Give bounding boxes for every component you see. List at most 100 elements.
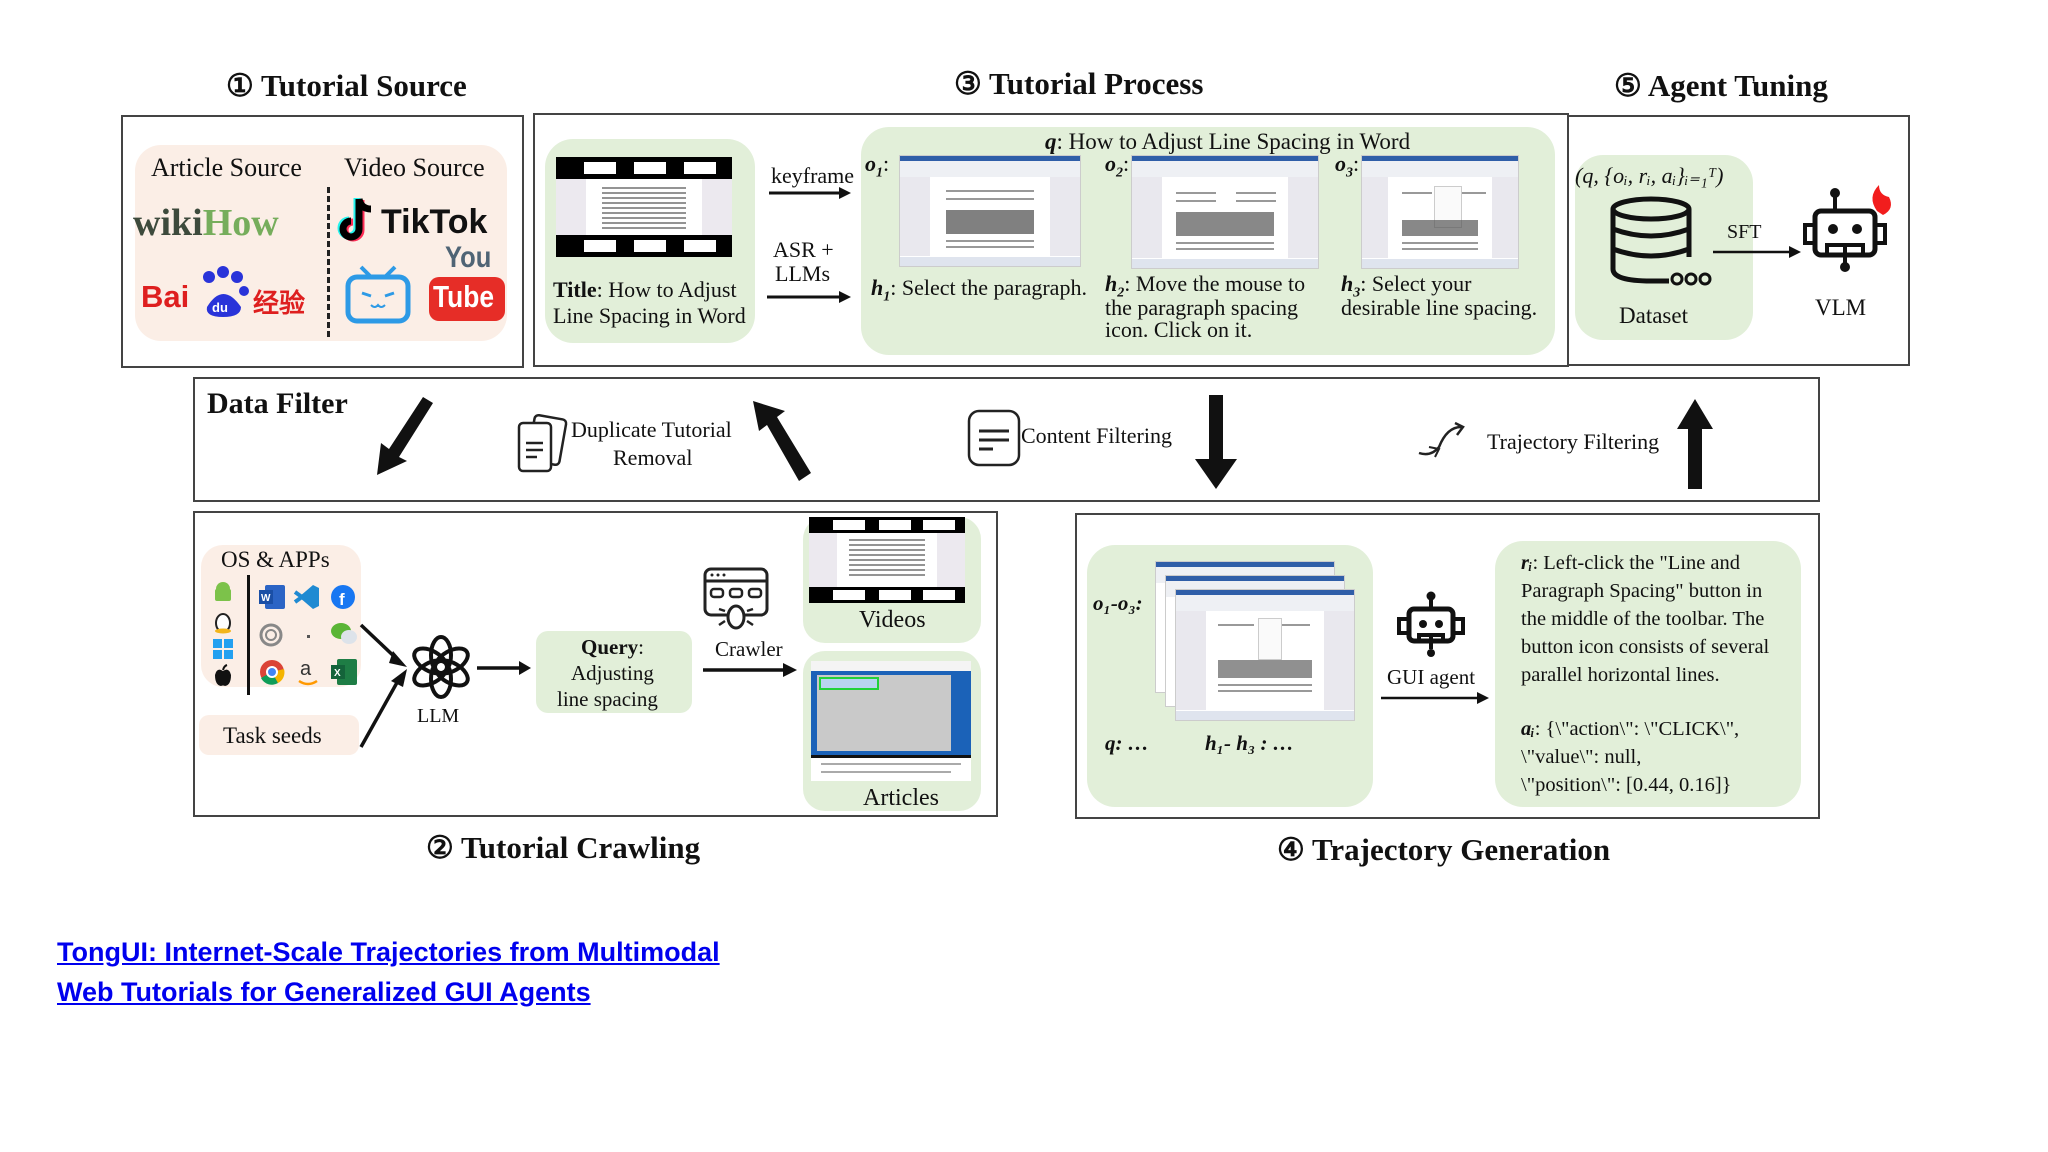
- hint-2-line3: icon. Click on it.: [1105, 317, 1253, 342]
- apple-icon: [215, 664, 231, 686]
- h-range: h₁- h₃ : …: [1205, 731, 1294, 755]
- reason-label: rᵢ: [1521, 552, 1533, 574]
- crawler-bug-icon: [703, 567, 769, 630]
- baidu-logo-bai: Bai: [141, 279, 190, 314]
- hint-2-line2: the paragraph spacing: [1105, 295, 1299, 320]
- asr-label-2: LLMs: [775, 261, 830, 286]
- os-apps-divider: [247, 575, 250, 695]
- data-filter-title: Data Filter: [207, 387, 348, 420]
- trajectory-generation-box: o₁-o₃: q: … h₁- h₃ : … GUI agent rᵢ: Lef…: [1075, 513, 1820, 819]
- output-panel: [1495, 541, 1801, 807]
- query-label: q: [1045, 129, 1057, 154]
- database-icon: [1610, 196, 1712, 286]
- paper-link[interactable]: TongUI: Internet-Scale Trajectories from…: [57, 932, 720, 1012]
- film-strip-top: [556, 157, 732, 179]
- reason-text: rᵢ: Left-click the "Line and Paragraph S…: [1521, 552, 1770, 686]
- windows-icon: [213, 639, 233, 659]
- vscode-icon: [293, 585, 319, 609]
- keyframe-label: keyframe: [771, 163, 855, 188]
- wechat-icon: [331, 623, 357, 644]
- down-left-arrow-icon: [377, 397, 433, 475]
- svg-text:a: a: [300, 658, 312, 680]
- up-left-arrow-icon: [753, 401, 811, 481]
- crawl-query-line2: line spacing: [557, 687, 658, 711]
- content-filtering-label: Content Filtering: [1021, 423, 1172, 448]
- agent-tuning-box: (q, {oᵢ, rᵢ, aᵢ}ᵢ₌₁ᵀ) Dataset SFT VLM: [1567, 115, 1910, 366]
- article-source-label: Article Source: [151, 153, 302, 182]
- sft-label: SFT: [1727, 221, 1762, 243]
- settings-gear-icon: [259, 623, 283, 647]
- vlm-robot-icon: [1803, 185, 1891, 272]
- wikihow-logo-wiki: wiki: [133, 202, 203, 244]
- gui-agent-robot-icon: [1397, 591, 1465, 657]
- duplicate-documents-icon: [517, 413, 568, 473]
- gui-agent-label: GUI agent: [1387, 665, 1476, 689]
- obs-1-label: o1:: [865, 151, 890, 181]
- crawl-query-label: Query:: [581, 635, 644, 659]
- paper-link-line2[interactable]: Web Tutorials for Generalized GUI Agents: [57, 977, 591, 1007]
- query-line: q: How to Adjust Line Spacing in Word: [1045, 129, 1410, 155]
- video-title-line2: Line Spacing in Word: [553, 303, 746, 328]
- os-apps-label: OS & APPs: [221, 547, 330, 572]
- video-title: Title: How to Adjust: [553, 277, 737, 303]
- tutorial-source-box: Article Source Video Source wikiHow Bai …: [121, 115, 524, 368]
- sft-arrow-icon: [1713, 246, 1801, 258]
- tutorial-source-title: ① Tutorial Source: [226, 68, 467, 103]
- q-ellipsis: q: …: [1105, 731, 1149, 755]
- svg-text:W: W: [261, 593, 271, 604]
- article-screenshot: [811, 661, 971, 781]
- obs-3-label: o3:: [1335, 151, 1360, 181]
- tiktok-note-icon: [337, 198, 372, 242]
- source-divider: [327, 187, 330, 337]
- observation-2-screenshot: [1131, 155, 1319, 269]
- svg-text:du: du: [212, 300, 228, 315]
- dataset-label: Dataset: [1619, 303, 1688, 328]
- video-title-label: Title: [553, 277, 597, 302]
- baidu-logo: Bai: [141, 279, 189, 315]
- baidu-paw-icon: du: [203, 266, 249, 317]
- video-source-label: Video Source: [344, 153, 485, 182]
- videos-filmstrip: [809, 517, 965, 603]
- duplicate-removal-line2: Removal: [613, 445, 693, 470]
- tutorial-process-box: Title: How to Adjust Line Spacing in Wor…: [533, 113, 1569, 367]
- facebook-icon: f: [331, 585, 355, 609]
- amazon-icon: a: [298, 658, 318, 686]
- trajectory-filtering-label: Trajectory Filtering: [1487, 429, 1660, 454]
- android-icon: [215, 582, 231, 601]
- hint-3: h3: Select your: [1341, 271, 1472, 301]
- excel-icon: X: [331, 659, 357, 685]
- hint-1: h1: Select the paragraph.: [871, 275, 1087, 305]
- dot-icon: [307, 635, 310, 638]
- obs-2-label: o2:: [1105, 151, 1130, 181]
- trajectory-curve-icon: [1418, 421, 1465, 458]
- openai-llm-icon: [412, 635, 470, 699]
- linux-icon: [215, 613, 231, 634]
- paper-link-line1[interactable]: TongUI: Internet-Scale Trajectories from…: [57, 937, 720, 967]
- asr-arrow-icon: [767, 291, 851, 303]
- film-strip-bottom: [556, 235, 732, 257]
- wikihow-logo-how: How: [202, 202, 279, 244]
- dataset-formula: (q, {oᵢ, rᵢ, aᵢ}ᵢ₌₁ᵀ): [1575, 163, 1724, 188]
- stacked-screenshot-3: [1175, 589, 1355, 721]
- gui-agent-arrow-icon: [1381, 692, 1489, 704]
- articles-label: Articles: [863, 785, 939, 811]
- obs-range-label: o₁-o₃:: [1093, 591, 1143, 615]
- task-seeds-label: Task seeds: [223, 723, 322, 748]
- video-filmstrip: [556, 157, 732, 257]
- youtube-logo-you: You: [445, 241, 492, 274]
- crawl-query-line1: Adjusting: [571, 661, 654, 685]
- llm-label: LLM: [417, 705, 460, 727]
- observation-3-screenshot: [1361, 155, 1519, 269]
- content-document-icon: [967, 409, 1021, 467]
- hint-2: h2: Move the mouse to: [1105, 271, 1306, 301]
- query-panel: [536, 631, 692, 713]
- action-text: aᵢ: {\"action\": \"CLICK\", \"value\": n…: [1521, 718, 1740, 796]
- keyframe-arrow-icon: [769, 187, 851, 199]
- tiktok-logo: TikTok: [381, 203, 488, 241]
- tutorial-crawling-title: ② Tutorial Crawling: [426, 830, 701, 865]
- tutorial-process-title: ③ Tutorial Process: [954, 66, 1204, 101]
- dataset-panel: [1575, 155, 1753, 340]
- wikihow-logo: wikiHow: [133, 201, 279, 245]
- task-seeds-panel: [199, 715, 359, 755]
- baidu-jingyan-text: 经验: [253, 289, 306, 319]
